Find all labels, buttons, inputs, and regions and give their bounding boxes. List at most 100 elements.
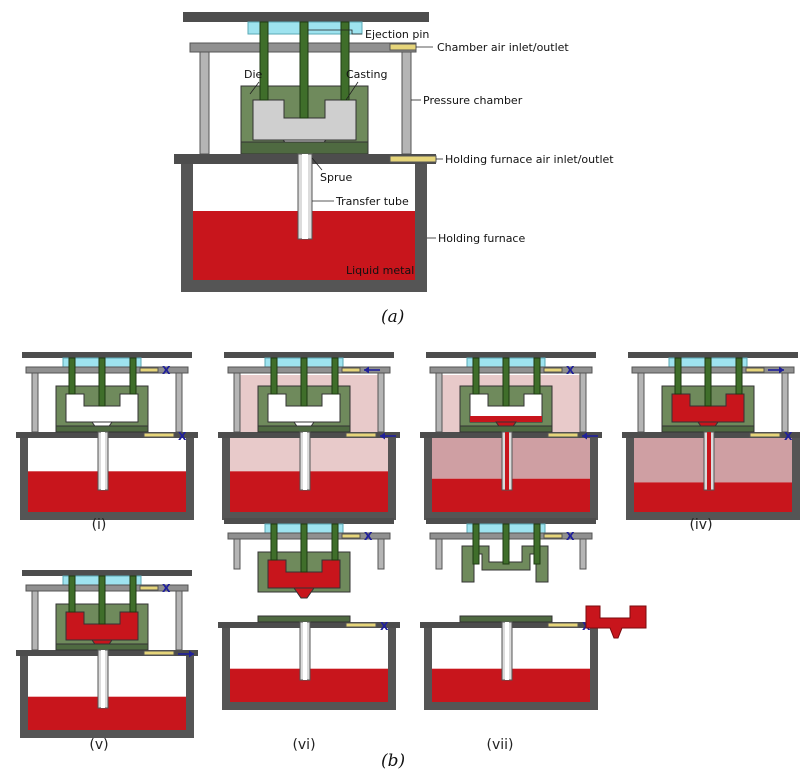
stage-ejection-pin-3-1 — [472, 357, 480, 395]
leader-lines — [249, 29, 443, 239]
stage-ejection-pin-6-1 — [270, 523, 278, 561]
stage-die-base-2 — [257, 425, 351, 433]
stage-die-base-3 — [459, 425, 553, 433]
stage-ejection-pin-1-3 — [129, 357, 137, 395]
stage-ejection-pin-6-2 — [300, 523, 308, 573]
stage-furnace-valve-5 — [143, 650, 175, 656]
stage-right-post-2 — [377, 372, 385, 433]
arrow-head-furnace-3 — [582, 432, 587, 440]
stage-label-5: (v) — [89, 737, 108, 753]
stage-label-6: (vi) — [292, 737, 315, 753]
stage-left-post-4 — [637, 372, 645, 433]
stage-ejection-pin-5-1 — [68, 575, 76, 613]
stage-tube-bore-3 — [505, 432, 509, 490]
stage-panel-5: X(v) — [16, 570, 198, 753]
stage-right-post-4 — [781, 372, 789, 433]
stage-panel-2: (ii) — [218, 352, 400, 533]
stage-left-post-5 — [31, 590, 39, 651]
caption-a: (a) — [381, 307, 404, 327]
stage-top-plate-5 — [22, 570, 192, 576]
stage-left-post-6 — [233, 538, 241, 570]
stage-ejection-pin-5-3 — [129, 575, 137, 613]
stage-ejection-pin-4-3 — [735, 357, 743, 395]
stage-die-base-7 — [459, 615, 553, 623]
ejection-pin-3 — [340, 21, 350, 101]
stage-left-post-3 — [435, 372, 443, 433]
stage-ejection-pin-4-2 — [704, 357, 712, 407]
stage-die-base-6 — [257, 615, 351, 623]
stage-label-1: (i) — [92, 517, 107, 533]
stage-top-plate-3 — [426, 352, 596, 358]
transfer-tube-bore — [302, 154, 308, 239]
stage-label-4: (iv) — [689, 517, 712, 533]
ejection-pin-1 — [259, 21, 269, 101]
arrow-head-furnace-5 — [189, 650, 194, 658]
stage-ejection-pin-7-3 — [533, 523, 541, 565]
main-diagram: Ejection pin Chamber air inlet/outlet Di… — [174, 12, 614, 292]
stage-top-plate-2 — [224, 352, 394, 358]
ejected-casting — [585, 605, 647, 639]
stage-casting-sprue-3 — [470, 416, 542, 422]
label-holding-furnace: Holding furnace — [438, 232, 525, 245]
stage-ejection-pin-6-3 — [331, 523, 339, 561]
stage-tube-bore-6 — [303, 622, 307, 680]
stage-label-7: (vii) — [487, 737, 514, 753]
top-plate — [183, 12, 429, 22]
closed-marker-furnace-1: X — [178, 430, 187, 443]
label-pressure-chamber: Pressure chamber — [423, 94, 523, 107]
label-casting: Casting — [346, 68, 387, 81]
stage-chamber-valve-6 — [341, 533, 361, 539]
stage-ejection-pin-2-3 — [331, 357, 339, 395]
stage-ejection-pin-2-2 — [300, 357, 308, 407]
stage-ejection-pin-3-2 — [502, 357, 510, 407]
stage-right-post-5 — [175, 590, 183, 651]
stage-chamber-valve-7 — [543, 533, 563, 539]
stage-tube-bore-5 — [101, 650, 105, 708]
stage-cavity-1 — [65, 393, 139, 423]
stage-furnace-valve-4 — [749, 432, 781, 438]
stage-ejection-pin-1-1 — [68, 357, 76, 395]
stage-left-post-7 — [435, 538, 443, 570]
stage-tube-bore-4 — [707, 432, 711, 490]
stage-die-base-4 — [661, 425, 755, 433]
arrow-head-furnace-2 — [380, 432, 385, 440]
stage-ejection-pin-7-2 — [502, 523, 510, 565]
ejected-casting-shape — [585, 605, 647, 639]
stage-right-post-6 — [377, 538, 385, 570]
arrow-head-chamber-2 — [364, 366, 369, 374]
stage-panel-3: X(iii) — [420, 352, 602, 533]
stage-furnace-valve-1 — [143, 432, 175, 438]
stage-chamber-plate-7 — [429, 532, 593, 540]
stage-ejection-pin-3-3 — [533, 357, 541, 395]
stage-chamber-plate-5 — [25, 584, 189, 592]
label-die: Die — [244, 68, 263, 81]
stage-furnace-valve-6 — [345, 622, 377, 628]
label-holding-air: Holding furnace air inlet/outlet — [445, 153, 614, 166]
stage-die-base-5 — [55, 643, 149, 651]
closed-marker-chamber-3: X — [566, 364, 575, 377]
ejection-pin-2 — [299, 21, 309, 119]
closed-marker-chamber-1: X — [162, 364, 171, 377]
stage-cavity-5 — [65, 611, 139, 641]
label-transfer-tube: Transfer tube — [335, 195, 409, 208]
label-ejection-pin: Ejection pin — [365, 28, 429, 41]
closed-marker-chamber-6: X — [364, 530, 373, 543]
stage-top-plate-4 — [628, 352, 798, 358]
stage-panel-6: XX(vi) — [218, 518, 400, 753]
stage-ejection-pin-5-2 — [98, 575, 106, 625]
label-chamber-air: Chamber air inlet/outlet — [437, 41, 569, 54]
stage-right-post-3 — [579, 372, 587, 433]
stage-ejection-pin-1-2 — [98, 357, 106, 407]
stage-chamber-valve-4 — [745, 367, 765, 373]
stage-top-plate-6 — [224, 518, 394, 524]
stage-top-plate-7 — [426, 518, 596, 524]
stage-chamber-valve-1 — [139, 367, 159, 373]
furnace-valve — [389, 155, 437, 163]
stage-ejection-pin-7-1 — [472, 523, 480, 565]
stage-ejection-pin-2-1 — [270, 357, 278, 395]
stage-sprue-6 — [293, 587, 315, 599]
stage-tube-bore-1 — [101, 432, 105, 490]
stage-top-plate-1 — [22, 352, 192, 358]
stage-cavity-2 — [267, 393, 341, 423]
